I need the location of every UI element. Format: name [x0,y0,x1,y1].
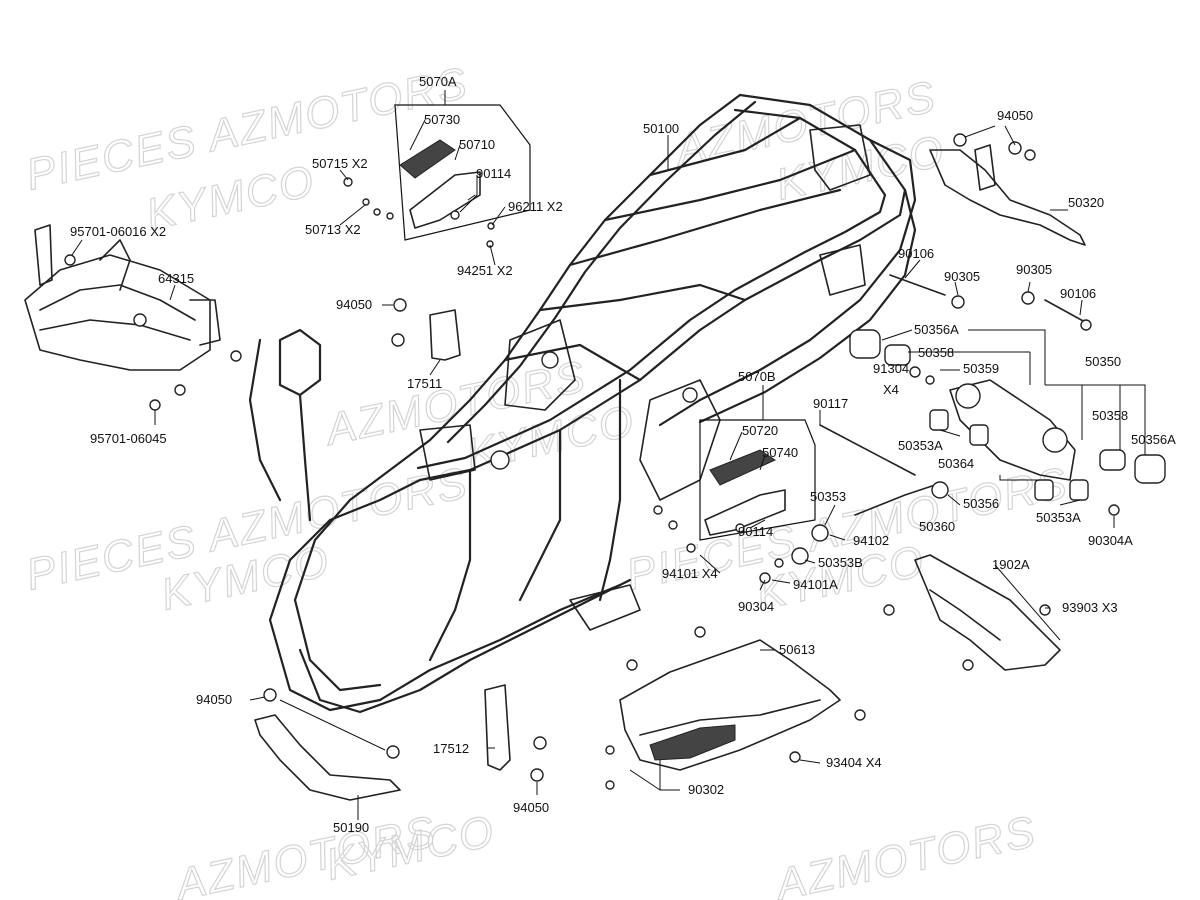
callout-label: 50715 X2 [312,156,368,171]
callout-label: 94050 [513,800,549,815]
callout-label: 50320 [1068,195,1104,210]
callout-label: 17512 [433,741,469,756]
callout-label: 90304 [738,599,774,614]
callout-label: 90106 [1060,286,1096,301]
callout-label: 17511 [407,376,442,391]
rear-bracket-50320 [929,133,1086,246]
watermark-layer: PIECES AZMOTORS KYMCO AZMOTORS KYMCO PIE… [21,58,1073,900]
callout-label: 64315 [158,271,194,286]
callout-label: 50356A [914,322,959,337]
callout-label: 50360 [919,519,955,534]
callout-labels: 5070A 50730 50710 90114 50715 X2 50713 X… [70,74,1176,835]
callout-label: 90106 [898,246,934,261]
callout-label: X4 [883,382,899,397]
swing-link-50350 [849,329,1166,501]
callout-label: 91304 [873,361,909,376]
callout-label: 50740 [762,445,798,460]
callout-label: 94101A [793,577,838,592]
callout-label: 5070B [738,369,776,384]
callout-label: 50359 [963,361,999,376]
callout-label: 50730 [424,112,460,127]
callout-label: 94251 X2 [457,263,513,278]
callout-label: 50353A [898,438,943,453]
main-frame [248,93,917,714]
under-cover-50613 [619,639,841,771]
callout-label: 93404 X4 [826,755,882,770]
callout-label: 50190 [333,820,369,835]
callout-label: 90114 [738,524,773,539]
callout-label: 50353 [810,489,846,504]
callout-label: 90117 [813,396,848,411]
callout-label: 94050 [997,108,1033,123]
callout-label: 50713 X2 [305,222,361,237]
footrest-5070A [394,104,531,241]
callout-label: 93903 X3 [1062,600,1118,615]
callout-label: 50358 [918,345,954,360]
callout-label: 50353B [818,555,863,570]
callout-label: 50356 [963,496,999,511]
front-bracket-64315 [24,224,221,371]
callout-label: 50613 [779,642,815,657]
callout-label: 94050 [196,692,232,707]
callout-label: 50710 [459,137,495,152]
callout-label: 50353A [1036,510,1081,525]
callout-label: 50364 [938,456,974,471]
callout-label: 94102 [853,533,889,548]
callout-label: 96211 X2 [508,199,563,214]
callout-label: 5070A [419,74,457,89]
callout-label: 94050 [336,297,372,312]
callout-label: 90114 [476,166,511,181]
footrest-5070B [699,419,816,541]
callout-label: 50356A [1131,432,1176,447]
lower-bracket-50190 [254,714,401,801]
leader-lines [71,90,1146,820]
rear-bolts-90106 [889,274,1092,331]
watermark-text: AZMOTORS [769,807,1041,900]
callout-label: 95701-06016 X2 [70,224,166,239]
small-parts [64,177,1120,790]
callout-label: 95701-06045 [90,431,167,446]
callout-label: 50358 [1092,408,1128,423]
callout-label: 50350 [1085,354,1121,369]
callout-label: 90304A [1088,533,1133,548]
callout-label: 50100 [643,121,679,136]
spindle-90117 [819,424,949,516]
callout-label: 1902A [992,557,1030,572]
callout-label: 94101 X4 [662,566,718,581]
callout-label: 90305 [1016,262,1052,277]
callout-label: 50720 [742,423,778,438]
side-cover-1902A [914,554,1061,671]
callout-label: 90302 [688,782,724,797]
callout-label: 90305 [944,269,980,284]
